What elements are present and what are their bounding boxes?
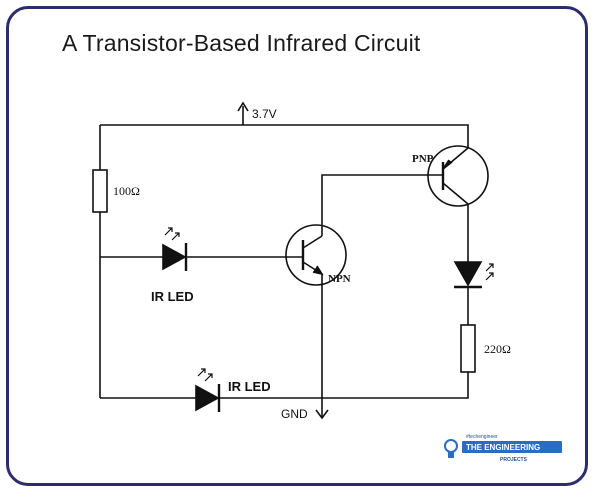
ir-led-2-triangle (195, 384, 220, 412)
led2-arrow-a (197, 368, 206, 377)
output-led-arrow-b (485, 272, 494, 281)
npn-collector-wire (321, 174, 443, 236)
supply-arrow-head (237, 101, 249, 112)
pnp-emitter-arrow (442, 159, 453, 170)
diagram-title: A Transistor-Based Infrared Circuit (62, 30, 421, 56)
pnp-collector-lead (442, 182, 469, 205)
pnp-label: PNP (412, 153, 434, 165)
gnd-arrow (315, 409, 329, 420)
r2-label: 220Ω (484, 342, 511, 356)
logo-sub: PROJECTS (500, 457, 528, 463)
ir-led-1-triangle (162, 243, 187, 271)
gnd-label: GND (281, 407, 308, 421)
resistor-100 (92, 169, 108, 213)
output-led-triangle (453, 261, 483, 287)
logo-tagline: #techengineer (466, 434, 498, 440)
ir-led-1-label: IR LED (151, 289, 194, 304)
npn-emitter-arrow (312, 265, 324, 276)
pnp-transistor-circle (427, 145, 489, 207)
output-led-arrow-a (485, 263, 494, 272)
engineering-projects-logo: #techengineer THE ENGINEERING PROJECTS (444, 434, 562, 463)
logo-bulb-icon (444, 439, 458, 453)
supply-label: 3.7V (252, 107, 277, 121)
top-rail-wire (100, 124, 469, 148)
npn-transistor-circle (285, 224, 347, 286)
npn-collector-lead (302, 235, 323, 249)
npn-label: NPN (328, 273, 351, 285)
bottom-rail-wire (219, 372, 469, 399)
logo-bulb-base (448, 452, 454, 458)
logo-name-bar (462, 441, 562, 453)
resistor-220 (460, 324, 476, 373)
led1-arrow-b (171, 232, 180, 241)
led1-arrow-a (164, 227, 173, 236)
diagram-card (6, 6, 588, 486)
ir-led-2-label: IR LED (228, 379, 271, 394)
led2-arrow-b (204, 373, 213, 382)
logo-name: THE ENGINEERING (466, 443, 540, 452)
r1-label: 100Ω (113, 184, 140, 198)
